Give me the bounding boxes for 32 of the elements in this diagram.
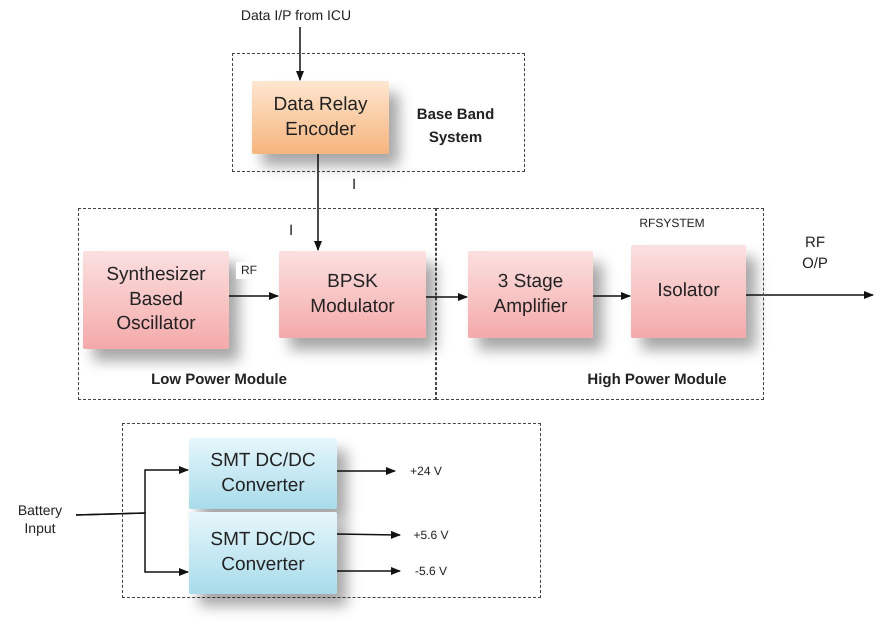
group-label: Low Power Module bbox=[150, 370, 288, 390]
signal-mark: I bbox=[352, 176, 356, 193]
arrow bbox=[745, 291, 874, 299]
dashed-group-box bbox=[436, 208, 764, 400]
process-box: BPSK Modulator bbox=[279, 251, 426, 338]
process-box: Data Relay Encoder bbox=[252, 81, 389, 154]
signal-text: Battery Input bbox=[4, 496, 76, 542]
process-box: Isolator bbox=[631, 245, 746, 338]
signal-mark: I bbox=[289, 222, 294, 239]
arrow bbox=[336, 567, 401, 575]
dashed-group-box bbox=[232, 53, 525, 172]
dashed-group-box bbox=[122, 423, 541, 598]
group-label: RFSYSTEM bbox=[638, 215, 706, 232]
arrow bbox=[336, 530, 401, 539]
process-box: 3 Stage Amplifier bbox=[468, 251, 593, 338]
dashed-group-box bbox=[78, 208, 436, 400]
signal-text: -5.6 V bbox=[401, 563, 461, 581]
arrow bbox=[76, 512, 189, 576]
process-box: SMT DC/DC Converter bbox=[189, 438, 337, 509]
group-label: Base Band System bbox=[416, 105, 496, 148]
signal-text: +5.6 V bbox=[401, 527, 461, 545]
group-label: High Power Module bbox=[586, 370, 728, 390]
signal-text: Data I/P from ICU bbox=[218, 3, 374, 27]
arrow bbox=[592, 292, 631, 300]
signal-text: +24 V bbox=[396, 463, 456, 481]
process-box: Synthesizer Based Oscillator bbox=[83, 251, 229, 349]
arrow bbox=[314, 153, 322, 251]
arrow bbox=[336, 467, 396, 475]
arrow bbox=[296, 27, 304, 81]
arrow bbox=[425, 293, 468, 301]
arrow bbox=[228, 292, 279, 300]
process-box: SMT DC/DC Converter bbox=[189, 512, 337, 594]
